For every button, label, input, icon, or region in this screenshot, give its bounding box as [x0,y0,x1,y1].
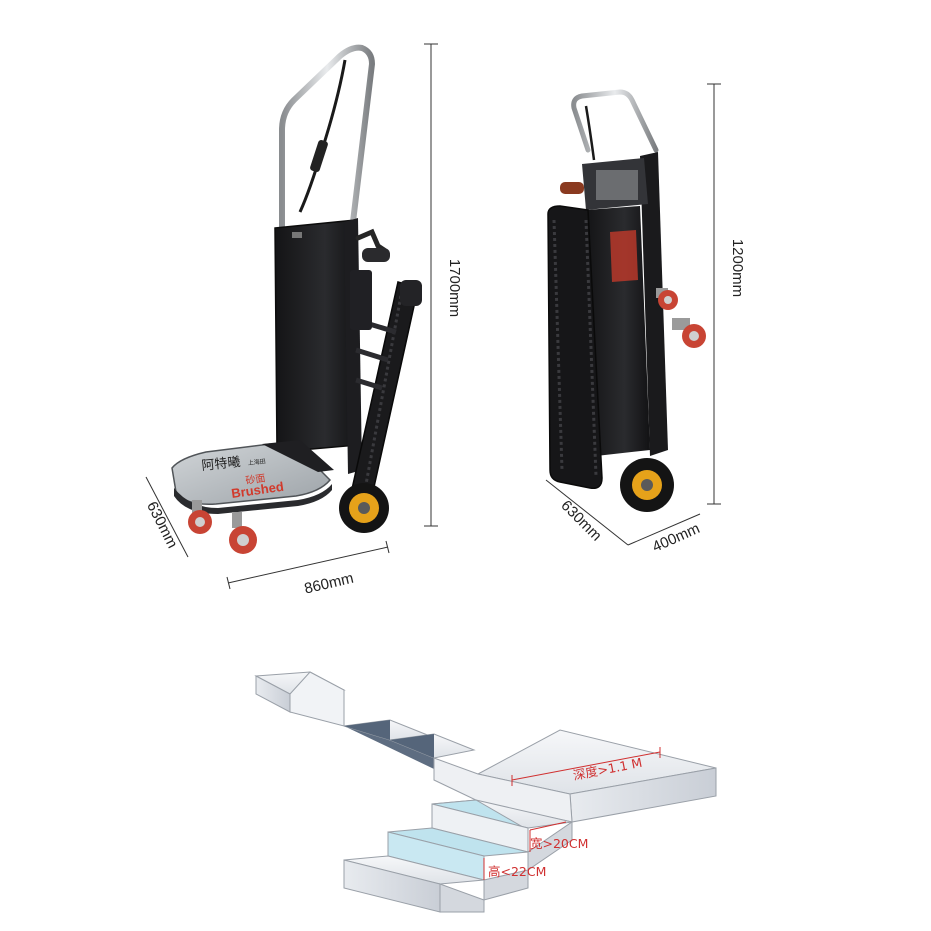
handle-cable [298,59,347,213]
dimension-lines-folded [545,83,721,546]
stair-width-label: 宽>20CM [530,836,588,851]
folded-frame [640,152,668,456]
folded-handle-bar [571,89,659,153]
platform-small-text: 上海田 [247,457,266,467]
folded-hand-truck [547,89,706,512]
platform-brand: 阿特曦 [201,454,241,474]
main-wheel [339,483,389,533]
folded-caster-upper [656,288,678,310]
handle-bar [279,44,376,233]
caster-wheel-rear [188,500,212,534]
folded-width-dimension-label: 400mm [650,520,703,556]
stair-height-label: 高<22CM [488,864,546,879]
folded-height-dimension-label: 1200mm [729,239,746,297]
height-dimension-label: 1700mm [446,259,463,317]
upright-hand-truck: 阿特曦 上海田 砂面 Brushed [171,44,422,554]
caster-wheel-front [229,512,257,554]
platform-texture: 砂面 [245,471,267,487]
folded-caster-lower [672,318,706,348]
dimension-lines-upright [145,43,438,590]
stair-measure-lines [483,747,661,880]
length-dimension-label: 860mm [303,570,356,598]
platform-texture-en: Brushed [230,479,284,501]
folded-main-wheel [620,458,674,512]
staircase-diagram [254,671,717,913]
depth-dimension-label: 630mm [143,499,181,551]
